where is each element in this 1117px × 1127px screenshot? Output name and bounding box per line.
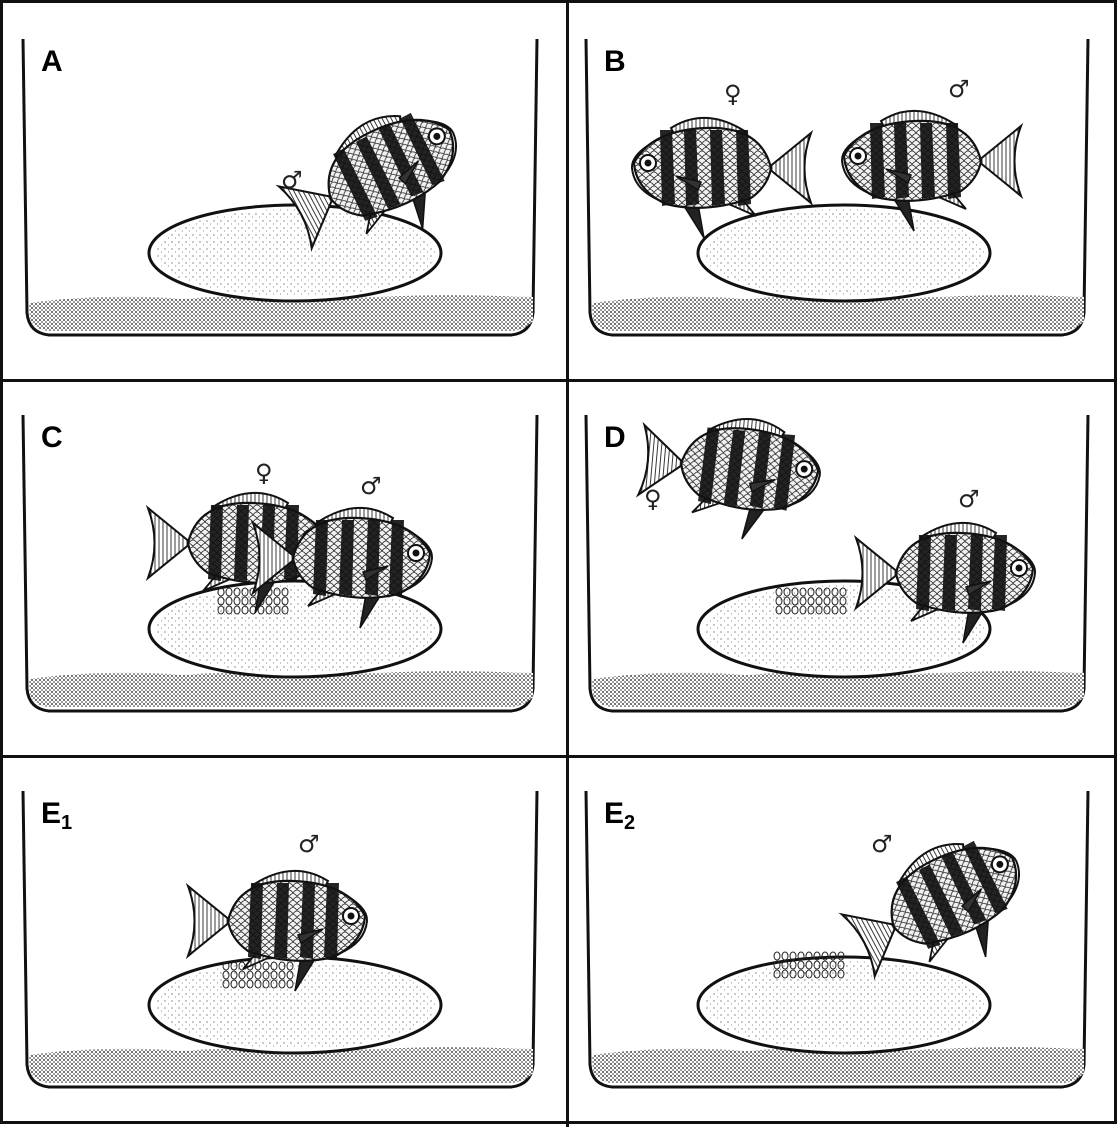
divider-vertical bbox=[566, 3, 569, 1127]
divider-horizontal-2 bbox=[3, 755, 1117, 758]
divider-horizontal-1 bbox=[3, 379, 1117, 382]
